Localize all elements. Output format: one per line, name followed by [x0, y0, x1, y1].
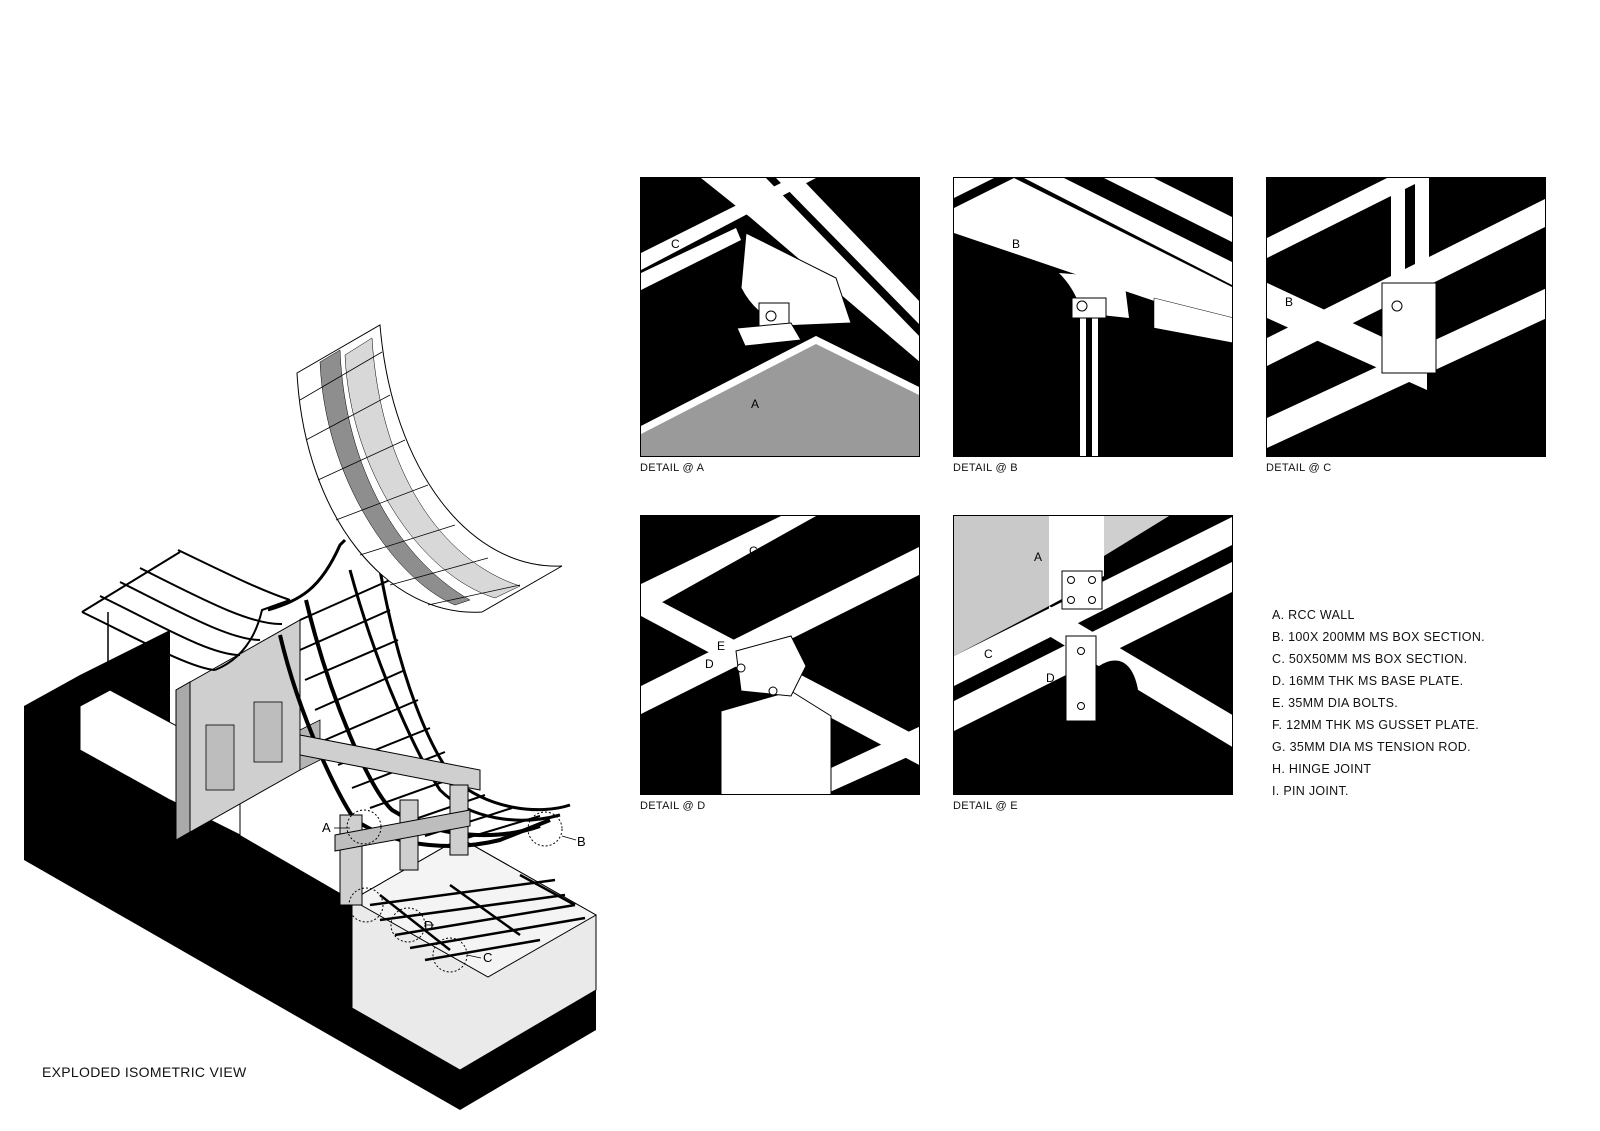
detail-e-label-c: C	[984, 647, 993, 661]
detail-d-label-b: B	[814, 653, 822, 667]
legend-item-f: F. 12MM THK MS GUSSET PLATE.	[1272, 718, 1480, 732]
left-canopy-grid	[81, 549, 291, 690]
detail-a-label-h: H	[774, 341, 783, 355]
detail-a-label-b: B	[861, 343, 869, 357]
legend-item-e: E. 35MM DIA BOLTS.	[1272, 696, 1399, 710]
exploded-roof-panel	[296, 324, 563, 613]
legend-item-i: I. PIN JOINT.	[1272, 784, 1349, 798]
legend-item-a: A. RCC WALL	[1272, 608, 1355, 622]
detail-e-label-a: A	[1034, 550, 1042, 564]
detail-b-label-g: G	[1042, 368, 1051, 382]
detail-c-caption: DETAIL @ C	[1266, 462, 1332, 474]
legend-item-g: G. 35MM DIA MS TENSION ROD.	[1272, 740, 1471, 754]
detail-d-label-e: E	[717, 639, 725, 653]
detail-a-label-c: C	[671, 237, 680, 251]
support-frame	[299, 734, 481, 906]
iso-label-a: A	[322, 820, 331, 835]
detail-d-label-d: D	[705, 657, 714, 671]
detail-panel-a: C H B A	[640, 177, 920, 457]
detail-d-label-c: C	[749, 544, 758, 558]
legend-item-c: C. 50x50MM MS BOX SECTION.	[1272, 652, 1468, 666]
detail-c-label-b: B	[1285, 295, 1293, 309]
iso-label-b: B	[577, 834, 586, 849]
iso-label-d: D	[424, 918, 433, 933]
detail-c-label-g: G	[1430, 201, 1439, 215]
detail-e-caption: DETAIL @ E	[953, 800, 1018, 812]
detail-a-caption: DETAIL @ A	[640, 462, 705, 474]
legend-item-h: H. HINGE JOINT	[1272, 762, 1372, 776]
detail-c-label-i: I	[1450, 282, 1453, 296]
detail-b-label-b: B	[1012, 237, 1020, 251]
detail-panel-d: C E D B	[640, 515, 920, 795]
detail-d-caption: DETAIL @ D	[640, 800, 706, 812]
detail-b-label-i: I	[1042, 318, 1045, 332]
detail-c-label-f: F	[1333, 363, 1340, 377]
iso-label-e: E	[329, 900, 338, 915]
detail-e-label-b: B	[1154, 655, 1162, 669]
base-grid	[369, 873, 586, 962]
legend-item-b: B. 100x 200MM MS BOX SECTION.	[1272, 630, 1485, 644]
legend: A. RCC WALL B. 100x 200MM MS BOX SECTION…	[1272, 604, 1485, 802]
detail-panel-c: G I B C F	[1266, 177, 1546, 457]
detail-e-label-d: D	[1046, 671, 1055, 685]
detail-b-caption: DETAIL @ B	[953, 462, 1018, 474]
detail-c-label-c: C	[1499, 336, 1508, 350]
detail-a-label-a: A	[751, 397, 759, 411]
iso-label-c: C	[483, 950, 492, 965]
detail-e-label-e: E	[1121, 683, 1129, 697]
view-title: EXPLODED ISOMETRIC VIEW	[42, 1064, 247, 1080]
legend-item-d: D. 16MM THK MS BASE PLATE.	[1272, 674, 1464, 688]
rcc-wall	[175, 619, 321, 841]
detail-panel-b: B I G	[953, 177, 1233, 457]
detail-panel-e: A C D B E	[953, 515, 1233, 795]
